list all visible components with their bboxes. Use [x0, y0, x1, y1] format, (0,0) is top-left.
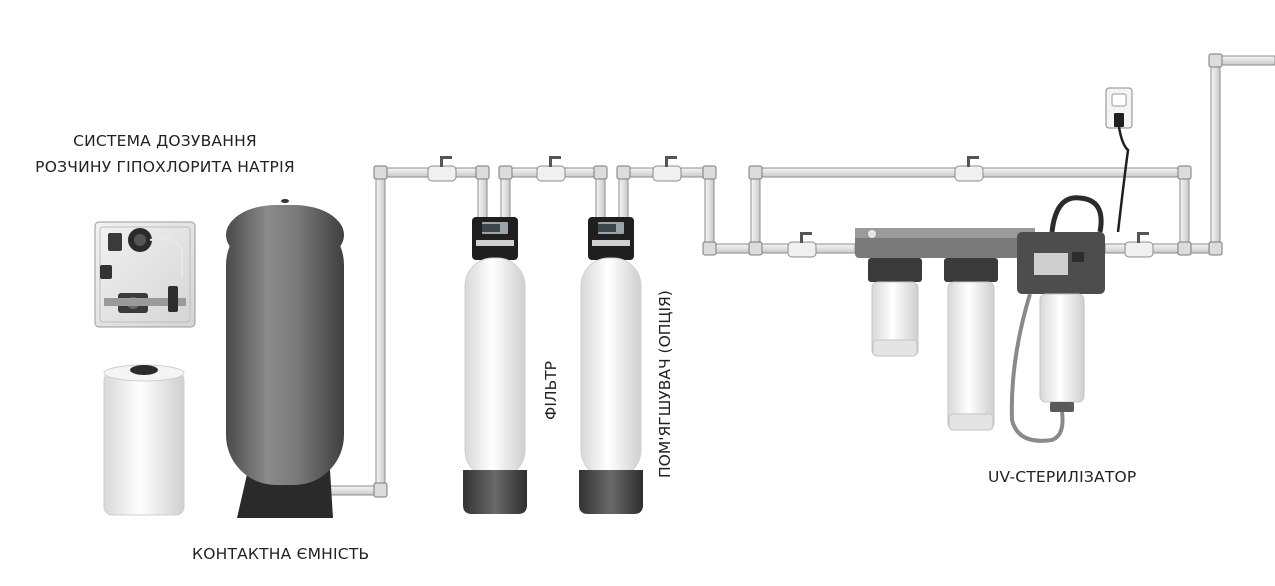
dosing-system-label-line1: СИСТЕМА ДОЗУВАННЯ	[73, 132, 257, 150]
dosing-system-label: СИСТЕМА ДОЗУВАННЯ РОЗЧИНУ ГІПОХЛОРИТА НА…	[20, 132, 310, 176]
valve-icon	[427, 156, 457, 182]
valve-icon	[1124, 232, 1154, 258]
contact-tank	[226, 199, 344, 518]
pipe-elbows	[373, 53, 1223, 498]
dosing-pump-panel	[94, 221, 196, 328]
uv-sterilizer-label: UV-СТЕРИЛІЗАТОР	[988, 468, 1137, 486]
valve-icon	[536, 156, 566, 182]
valve-icon	[954, 156, 984, 182]
ball-valves	[427, 156, 1154, 258]
filter-label: ФІЛЬТР	[542, 360, 560, 420]
uv-sterilizer-assembly	[855, 87, 1133, 443]
valve-icon	[787, 232, 817, 258]
softener-vessel	[579, 217, 643, 514]
filter-vessel	[463, 217, 527, 514]
contact-tank-label: КОНТАКТНА ЄМНІСТЬ	[192, 545, 370, 563]
dosing-system-label-line2: РОЗЧИНУ ГІПОХЛОРИТА НАТРІЯ	[35, 158, 295, 176]
valve-icon	[652, 156, 682, 182]
chemical-tank	[103, 364, 185, 516]
softener-label: ПОМ'ЯГШУВАЧ (ОПЦІЯ)	[656, 290, 674, 478]
